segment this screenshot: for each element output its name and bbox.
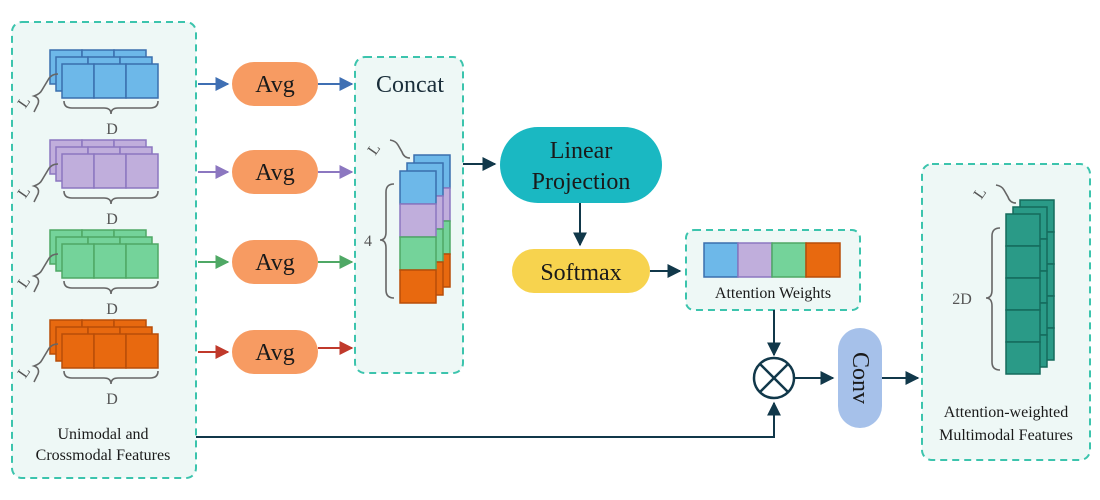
feature-stack-orange: D L: [15, 319, 159, 408]
dim-brace-d: [63, 100, 159, 115]
avg-label: Avg: [255, 72, 295, 98]
dim-brace-d: [63, 280, 159, 295]
softmax-label: Softmax: [540, 260, 621, 286]
dim-brace-l: [31, 253, 59, 293]
output-caption-line1: Attention-weighted: [944, 404, 1068, 421]
circled-times-icon: [752, 356, 796, 400]
dim-label-d: D: [106, 391, 118, 408]
dim-brace-l: [995, 184, 1017, 204]
concat-stack: [399, 154, 451, 304]
avg-block-2: Avg: [232, 150, 318, 194]
dim-brace-l: [31, 163, 59, 203]
linear-label-line2: Projection: [532, 169, 631, 195]
avg-block-4: Avg: [232, 330, 318, 374]
dim-brace-d: [63, 370, 159, 385]
arrow-skip-to-multiply: [196, 401, 781, 438]
output-caption-line2: Multimodal Features: [939, 427, 1073, 444]
feature-stack-green: D L: [15, 229, 159, 318]
dim-brace-l: [389, 139, 411, 159]
input-caption-line1: Unimodal and: [57, 426, 148, 443]
dim-label-d: D: [106, 121, 118, 138]
dim-label-d: D: [106, 211, 118, 228]
dim-brace-l: [31, 343, 59, 383]
concat-title: Concat: [376, 72, 444, 98]
dim-brace-l: [31, 73, 59, 113]
dim-label-d: D: [106, 301, 118, 318]
dim-label-4: 4: [364, 233, 372, 250]
avg-block-1: Avg: [232, 62, 318, 106]
attention-weights-caption: Attention Weights: [715, 285, 831, 302]
dim-brace-d: [63, 190, 159, 205]
conv-label: Conv: [847, 352, 873, 404]
avg-label: Avg: [255, 160, 295, 186]
avg-label: Avg: [255, 250, 295, 276]
linear-label-line1: Linear: [550, 138, 613, 164]
avg-label: Avg: [255, 340, 295, 366]
feature-stack-blue: D L: [15, 49, 159, 138]
output-stack: [1005, 199, 1055, 375]
linear-projection-block: Linear Projection: [500, 127, 662, 203]
softmax-block: Softmax: [512, 249, 650, 293]
conv-block: Conv: [838, 328, 882, 428]
dim-brace-2d: [985, 227, 1001, 371]
input-caption-line2: Crossmodal Features: [36, 447, 171, 464]
attention-weights-row: [703, 242, 841, 278]
dim-label-2d: 2D: [952, 291, 972, 308]
avg-block-3: Avg: [232, 240, 318, 284]
dim-brace-4: [379, 183, 395, 299]
